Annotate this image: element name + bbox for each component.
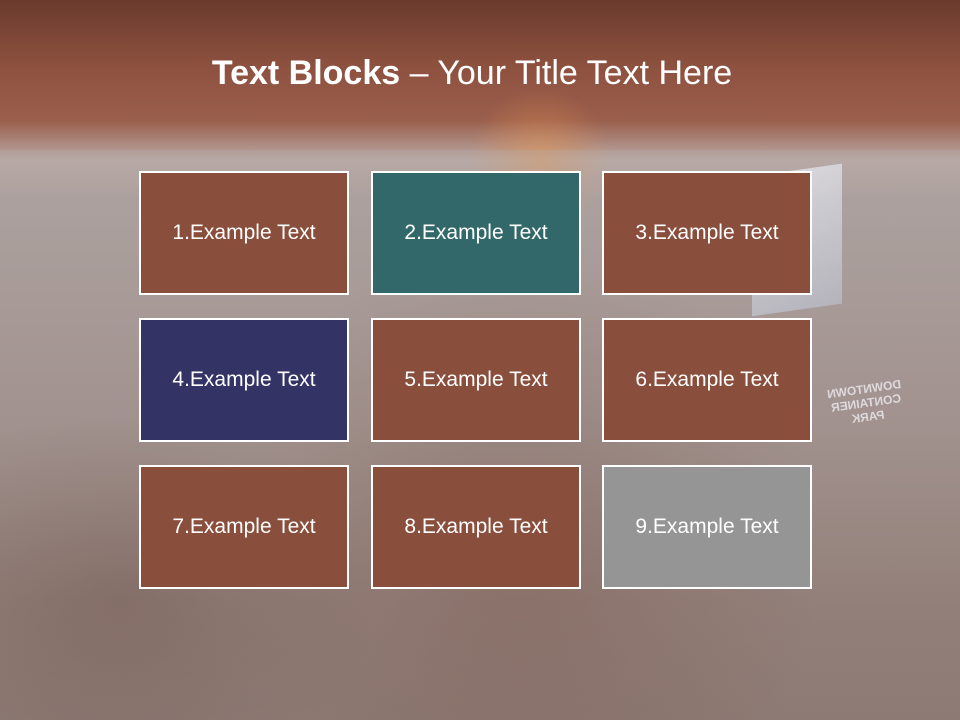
text-block-label: 7.Example Text [172, 515, 316, 538]
text-block-1[interactable]: 1.Example Text [139, 171, 349, 295]
text-block-9[interactable]: 9.Example Text [602, 465, 812, 589]
text-block-label: 1.Example Text [172, 221, 316, 244]
text-block-2[interactable]: 2.Example Text [371, 171, 581, 295]
text-block-3[interactable]: 3.Example Text [602, 171, 812, 295]
slide-title[interactable]: Text Blocks – Your Title Text Here [0, 54, 944, 93]
title-rest: Your Title Text Here [437, 54, 733, 92]
text-block-label: 5.Example Text [404, 368, 548, 391]
text-block-8[interactable]: 8.Example Text [371, 465, 581, 589]
text-block-7[interactable]: 7.Example Text [139, 465, 349, 589]
text-block-4[interactable]: 4.Example Text [139, 318, 349, 442]
text-block-label: 4.Example Text [172, 368, 316, 391]
text-block-5[interactable]: 5.Example Text [371, 318, 581, 442]
text-block-label: 6.Example Text [635, 368, 779, 391]
text-block-6[interactable]: 6.Example Text [602, 318, 812, 442]
text-block-label: 9.Example Text [635, 515, 779, 538]
title-bold: Text Blocks [211, 54, 401, 92]
title-dash: – [400, 54, 438, 92]
text-block-label: 8.Example Text [404, 515, 548, 538]
text-block-label: 3.Example Text [635, 221, 779, 244]
text-block-label: 2.Example Text [404, 221, 548, 244]
